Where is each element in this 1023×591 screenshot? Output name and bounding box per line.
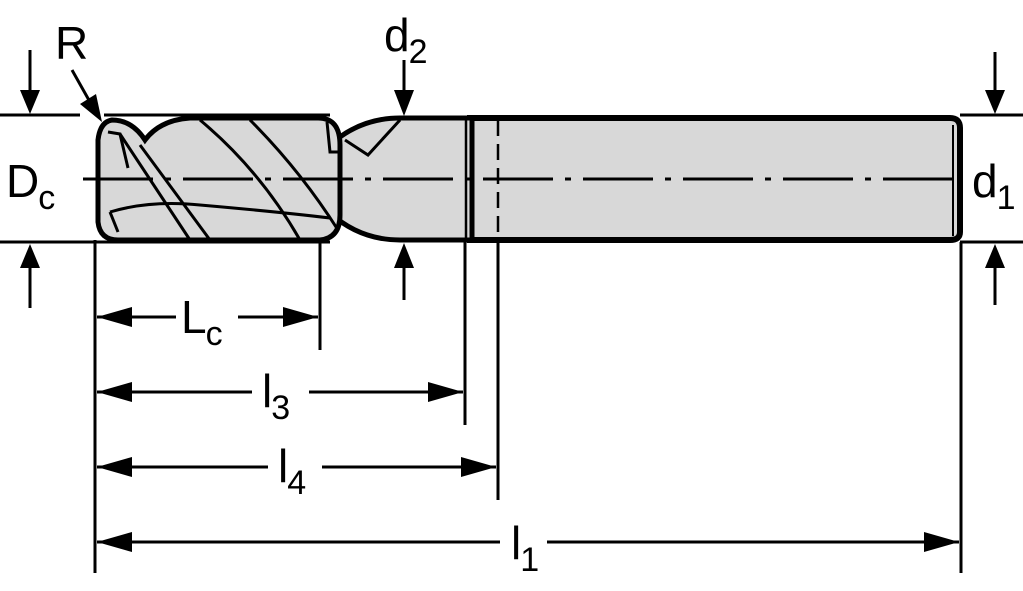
length-dimension-lines <box>97 307 959 552</box>
label-d1: d1 <box>972 155 1016 217</box>
label-Dc: Dc <box>6 155 55 217</box>
label-l1: l1 <box>511 517 539 579</box>
diameter-arrows <box>20 50 1005 308</box>
label-l4: l4 <box>278 440 306 502</box>
label-d2: d2 <box>384 9 428 71</box>
label-Lc: Lc <box>181 291 223 353</box>
label-l3: l3 <box>262 365 290 427</box>
label-R: R <box>55 17 88 69</box>
vertical-extension-lines <box>93 240 963 573</box>
